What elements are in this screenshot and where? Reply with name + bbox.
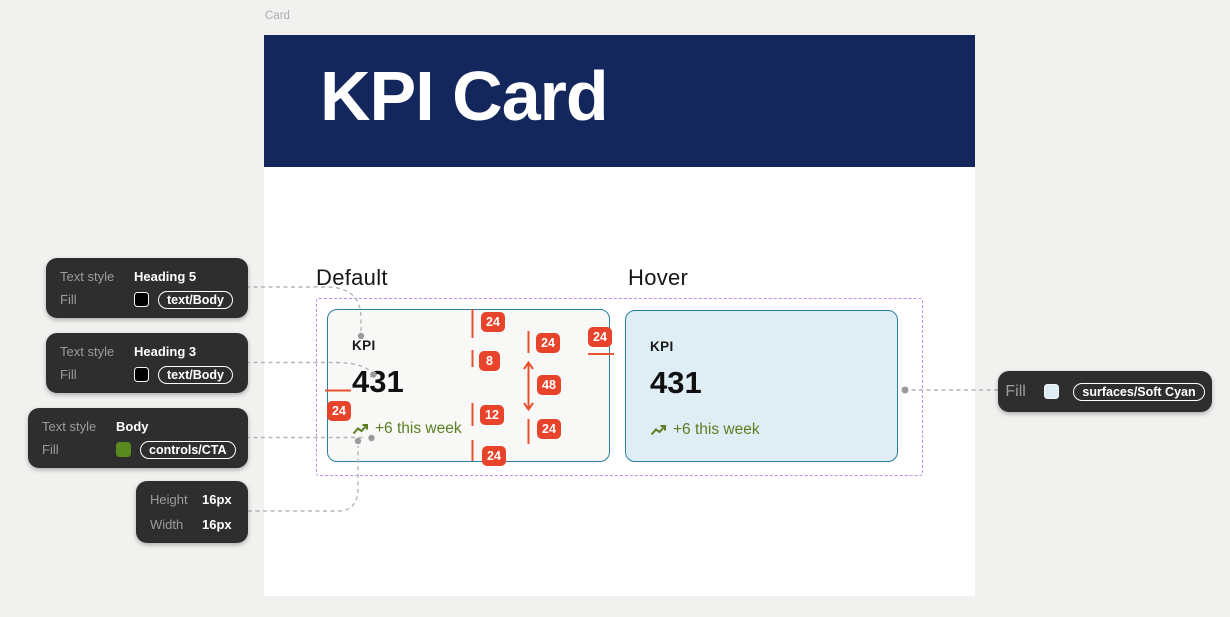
trending-up-icon [650, 424, 666, 435]
hero-banner: KPI Card [264, 35, 975, 167]
spec-tooltip-size: Height 16px Width 16px [136, 481, 248, 543]
tooltip-row: Fill text/Body [60, 290, 234, 310]
tooltip-row-label: Text style [60, 343, 115, 359]
tooltip-row: Text style Heading 5 [60, 267, 234, 286]
color-swatch [134, 292, 149, 308]
tooltip-row-label: Fill [42, 442, 59, 458]
measure-badge: 8 [479, 351, 500, 371]
measure-badge: 12 [480, 405, 504, 425]
tooltip-row-value: Body [116, 418, 149, 434]
tooltip-row-label: Fill [60, 292, 77, 308]
tooltip-row-value: Heading 5 [134, 268, 197, 284]
variant-label-hover: Hover [628, 265, 689, 290]
kpi-trend-text: +6 this week [673, 421, 760, 439]
tooltip-row: Fill controls/CTA [42, 440, 236, 460]
selection-frame [316, 298, 923, 476]
tooltip-row: Width 16px [150, 515, 234, 535]
spec-tooltip-heading3: Text style Heading 3 Fill text/Body [46, 333, 248, 393]
style-token-pill: surfaces/Soft Cyan [1073, 382, 1205, 401]
kpi-card-hover[interactable]: KPI 431 +6 this week [625, 310, 898, 462]
style-token-pill: controls/CTA [140, 440, 236, 459]
style-token-pill: text/Body [158, 290, 233, 309]
tooltip-row-label: Width [150, 516, 184, 532]
tooltip-row-label: Fill [60, 367, 77, 383]
kpi-trend-text: +6 this week [375, 420, 462, 438]
artboard-label[interactable]: Card [265, 10, 290, 22]
tooltip-row-label: Text style [60, 268, 115, 284]
spec-tooltip-soft-cyan: Fill surfaces/Soft Cyan [998, 371, 1212, 412]
measure-badge: 48 [537, 375, 561, 395]
page-title: KPI Card [320, 57, 609, 135]
measure-badge: 24 [536, 333, 560, 353]
tooltip-row-label: Fill [1005, 382, 1026, 400]
tooltip-row-value: 16px [202, 516, 232, 532]
measure-badge: 24 [588, 327, 612, 347]
kpi-card-default[interactable]: KPI 431 +6 this week [327, 309, 610, 462]
spec-tooltip-body: Text style Body Fill controls/CTA [28, 408, 248, 468]
measure-badge: 24 [327, 401, 351, 421]
tooltip-row-value: Heading 3 [134, 343, 197, 359]
tooltip-row: Text style Body [42, 417, 234, 436]
kpi-trend: +6 this week [352, 420, 585, 438]
measure-badge: 24 [481, 312, 505, 332]
measure-badge: 24 [537, 419, 561, 439]
tooltip-row-label: Height [150, 492, 188, 508]
color-swatch [116, 442, 131, 458]
style-token-pill: text/Body [158, 365, 233, 384]
kpi-value: 431 [650, 365, 702, 400]
kpi-trend: +6 this week [650, 421, 873, 439]
kpi-label: KPI [352, 338, 376, 353]
measure-badge: 24 [482, 446, 506, 466]
variant-label-default: Default [316, 265, 388, 290]
kpi-label: KPI [650, 339, 674, 354]
color-swatch [134, 367, 149, 383]
tooltip-row-value: 16px [202, 492, 232, 508]
tooltip-row: Fill text/Body [60, 365, 234, 385]
color-swatch [1044, 384, 1060, 399]
tooltip-row: Height 16px [150, 490, 234, 510]
trending-up-icon [352, 423, 368, 434]
tooltip-row: Text style Heading 3 [60, 342, 234, 361]
spec-tooltip-heading5: Text style Heading 5 Fill text/Body [46, 258, 248, 318]
tooltip-row-label: Text style [42, 418, 97, 434]
